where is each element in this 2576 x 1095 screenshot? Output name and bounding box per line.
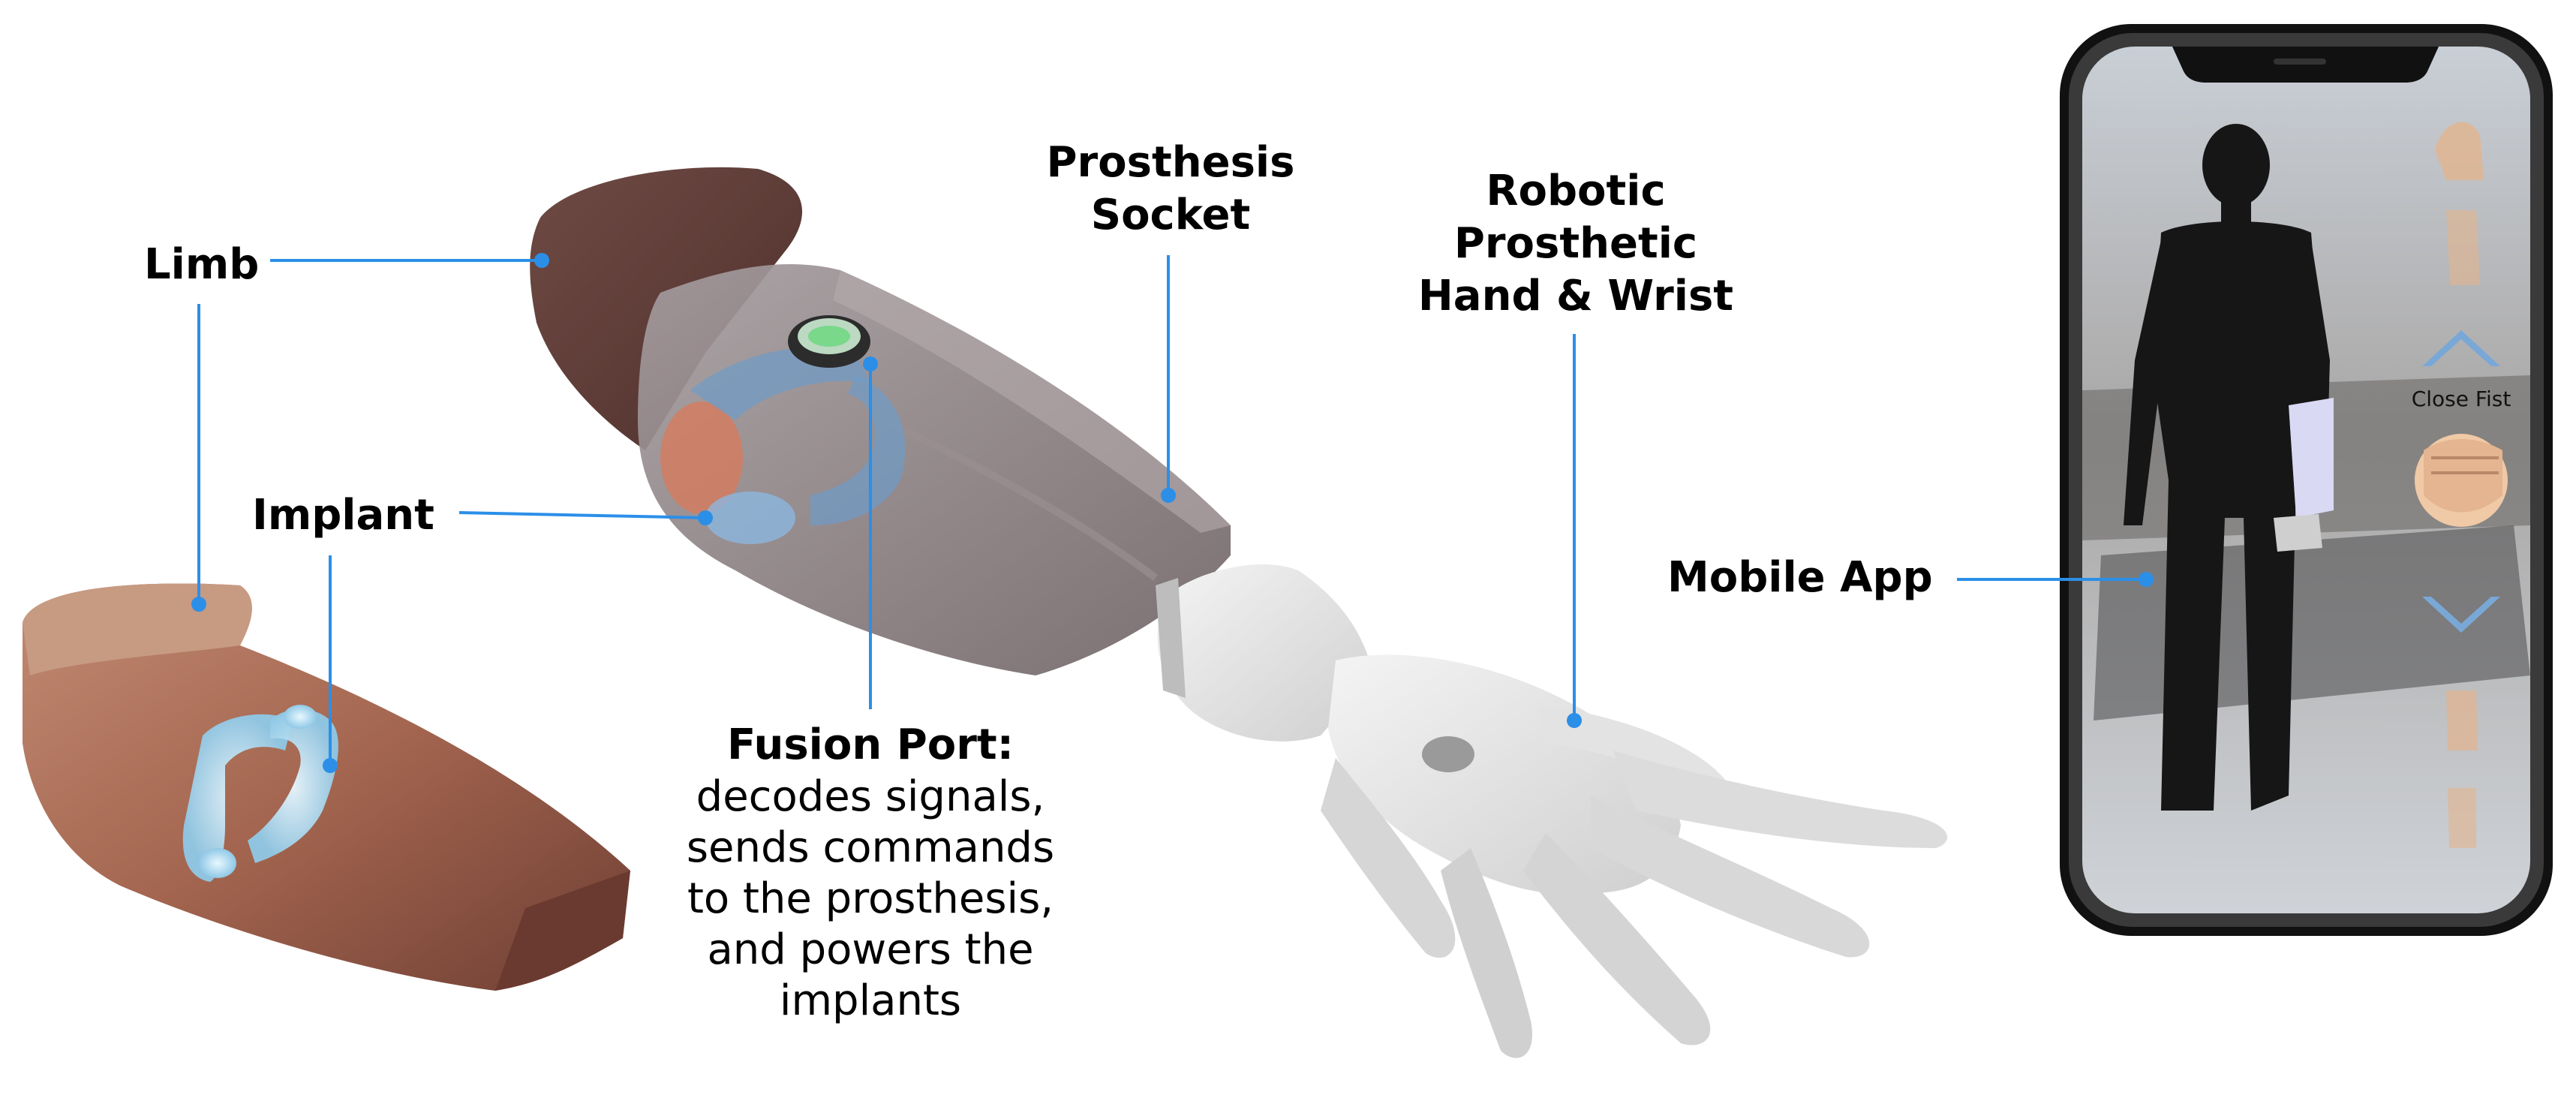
robotic-hand-line3: Hand & Wrist — [1417, 272, 1734, 320]
prosthesis-socket-line2: Socket — [1090, 191, 1251, 239]
fusion-port-line1: decodes signals, — [696, 772, 1045, 821]
fusion-port-label: Fusion Port: decodes signals, sends comm… — [645, 719, 1096, 1027]
phone-gesture-strip — [2415, 122, 2508, 848]
limb-label: Limb — [144, 240, 260, 289]
robotic-hand — [1156, 564, 1948, 1058]
fusion-port-line4: and powers the — [707, 925, 1034, 974]
fusion-port-line5: implants — [779, 976, 962, 1025]
implant-label: Implant — [252, 491, 434, 540]
fusion-port-title: Fusion Port: — [727, 720, 1014, 769]
fusion-port-line3: to the prosthesis, — [687, 874, 1054, 923]
mobile-app-label: Mobile App — [1667, 553, 1933, 602]
robotic-hand-label: Robotic Prosthetic Hand & Wrist — [1403, 165, 1748, 323]
leader-dots — [191, 253, 2154, 773]
chevron-up-icon[interactable] — [2422, 330, 2500, 366]
limb-implant — [182, 705, 338, 882]
leader-lines — [197, 255, 2146, 766]
gesture-label: Close Fist — [2411, 387, 2511, 411]
fusion-port-line2: sends commands — [686, 823, 1055, 872]
robotic-hand-line1: Robotic — [1486, 167, 1666, 215]
chevron-down-icon[interactable] — [2422, 597, 2500, 633]
fist-icon[interactable] — [2415, 434, 2508, 527]
prosthesis-socket-label: Prosthesis Socket — [1036, 137, 1306, 242]
robotic-hand-line2: Prosthetic — [1453, 219, 1698, 268]
avatar-figure — [2124, 124, 2334, 811]
prosthesis-socket-line1: Prosthesis — [1046, 138, 1295, 187]
implant-leader-h — [458, 511, 706, 519]
fusion-port — [788, 315, 870, 368]
open-hand-icon[interactable] — [2446, 690, 2478, 848]
